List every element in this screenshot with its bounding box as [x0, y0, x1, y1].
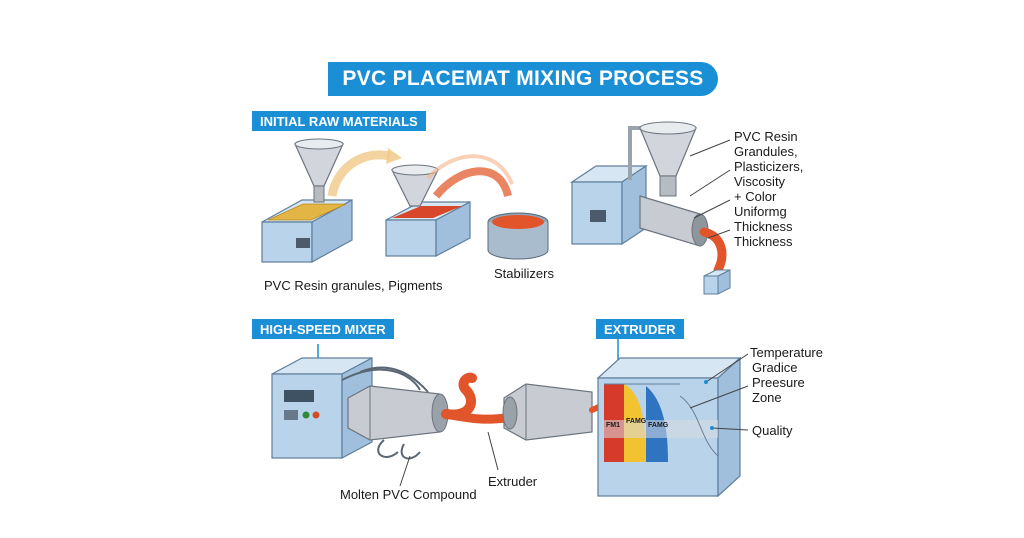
- raw-material-bin: [261, 198, 353, 264]
- diagram-title: PVC PLACEMAT MIXING PROCESS: [328, 62, 718, 96]
- mixer-cabinet: [271, 357, 373, 459]
- hopper-funnel-1: [294, 138, 344, 203]
- callout-viscosity: Viscosity: [734, 174, 786, 189]
- extruder-block: [596, 356, 742, 498]
- section-label-extruder: EXTRUDER: [596, 319, 684, 339]
- top-barrel: [639, 195, 709, 247]
- section-label-high-speed-mixer: HIGH-SPEED MIXER: [252, 319, 394, 339]
- mixer-barrel: [347, 385, 449, 441]
- extruder-barrel: [502, 383, 593, 441]
- control-panel-icon: [296, 238, 310, 248]
- callout-pvc-resin: PVC Resin: [734, 129, 798, 144]
- callout-plasticizers: Plasticizers,: [734, 159, 804, 174]
- callout-grandules: Grandules,: [734, 144, 798, 159]
- callout-thickness-2: Thickness: [734, 234, 793, 249]
- callout-gradice: Gradice: [752, 360, 798, 375]
- callout-color: + Color: [734, 189, 777, 204]
- callout-quality: Quality: [752, 423, 793, 438]
- callout-uniformg: Uniformg: [734, 204, 787, 219]
- stabilizers-tub: [487, 212, 549, 260]
- label-resin-pigments: PVC Resin granules, Pigments: [264, 278, 443, 293]
- label-extruder: Extruder: [488, 474, 538, 489]
- mixing-bin: [385, 201, 471, 257]
- mixer-display-icon: [284, 390, 314, 402]
- callout-temperature: Temperature: [750, 345, 823, 360]
- label-stabilizers: Stabilizers: [494, 266, 554, 281]
- callout-thickness-1: Thickness: [734, 219, 793, 234]
- top-extruder-body: [570, 164, 648, 246]
- output-block: [703, 269, 731, 295]
- zone-label-3: FAMG: [648, 422, 669, 429]
- callout-zone: Zone: [752, 390, 782, 405]
- hopper-funnel-2: [391, 164, 439, 207]
- mixer-pipes: [341, 366, 429, 460]
- section-label-raw-materials: INITIAL RAW MATERIALS: [252, 111, 426, 131]
- callout-preesure: Preesure: [752, 375, 805, 390]
- zone-label-2: FAMG: [626, 418, 647, 425]
- label-molten-pvc: Molten PVC Compound: [340, 487, 477, 502]
- zone-label-1: FM1: [606, 422, 620, 429]
- top-hopper: [639, 121, 697, 197]
